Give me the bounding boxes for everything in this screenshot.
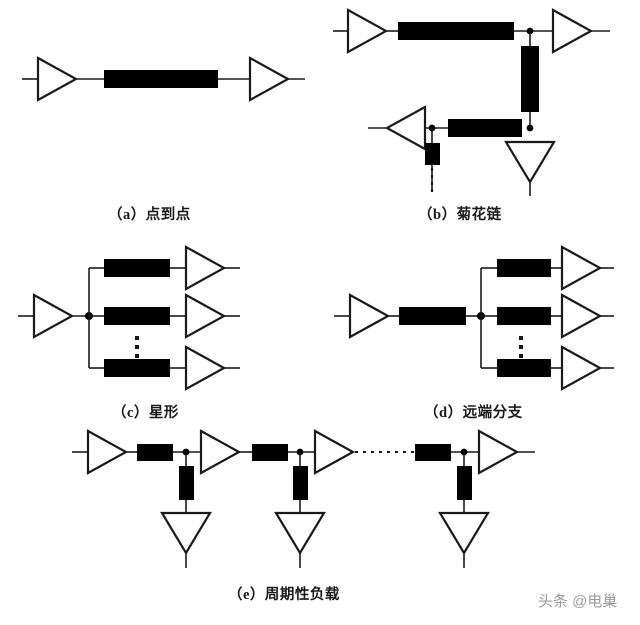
transmission-line-b-stub (425, 143, 440, 165)
transmission-line-c-1 (104, 259, 170, 277)
caption-a: （a）点到点 (108, 207, 191, 223)
junction-node-b-bottom (526, 124, 534, 132)
watermark-text: 头条 @电巢 (538, 593, 618, 610)
transmission-line-c-3 (104, 359, 170, 377)
receiver-c-1 (184, 245, 226, 291)
receiver-c-3 (184, 345, 226, 391)
driver-d-1 (348, 293, 390, 339)
caption-d: （d）远端分支 (424, 405, 523, 421)
transmission-line-e-2 (252, 444, 288, 461)
driver-e-4 (477, 429, 519, 475)
panel-d-far-end-branch (334, 245, 614, 391)
panel-e-periodic-loading (72, 429, 535, 568)
receiver-d-2 (560, 293, 602, 339)
transmission-line-d-3 (497, 359, 551, 377)
panel-c-star (18, 245, 240, 391)
transmission-line-d-2 (497, 307, 551, 325)
driver-b-1 (346, 8, 388, 54)
receiver-e-1 (160, 511, 212, 555)
caption-b: （b）菊花链 (418, 207, 502, 223)
driver-b-2 (384, 105, 427, 151)
driver-e-3 (313, 429, 355, 475)
ellipsis-c (135, 336, 139, 358)
ellipsis-d (519, 336, 523, 358)
receiver-d-1 (560, 245, 602, 291)
receiver-e-3 (438, 511, 490, 555)
transmission-line-e-stub-1 (179, 466, 194, 500)
driver-a-1 (36, 56, 78, 102)
receiver-b-2 (504, 140, 556, 184)
transmission-line-d-1 (497, 259, 551, 277)
driver-e-1 (86, 429, 128, 475)
receiver-e-2 (274, 511, 326, 555)
panel-b-daisy-chain (333, 8, 610, 196)
transmission-line-a-1 (104, 70, 218, 88)
transmission-line-e-stub-2 (293, 466, 308, 500)
panel-a-point-to-point (22, 56, 305, 102)
transmission-line-d-main (399, 307, 466, 325)
transmission-line-e-stub-3 (457, 466, 472, 500)
caption-c: （c）星形 (112, 405, 179, 421)
receiver-b-1 (551, 8, 593, 54)
receiver-a-1 (248, 56, 290, 102)
transmission-line-c-2 (104, 307, 170, 325)
driver-c-1 (32, 293, 74, 339)
transmission-line-b-bottom (448, 119, 522, 137)
transmission-line-b-vertical (521, 46, 539, 112)
receiver-d-3 (560, 345, 602, 391)
transmission-line-b-top (398, 22, 514, 40)
driver-e-2 (199, 429, 241, 475)
caption-e: （e）周期性负载 (228, 587, 340, 603)
transmission-line-e-3 (415, 444, 451, 461)
receiver-c-2 (184, 293, 226, 339)
transmission-line-e-1 (137, 444, 173, 461)
